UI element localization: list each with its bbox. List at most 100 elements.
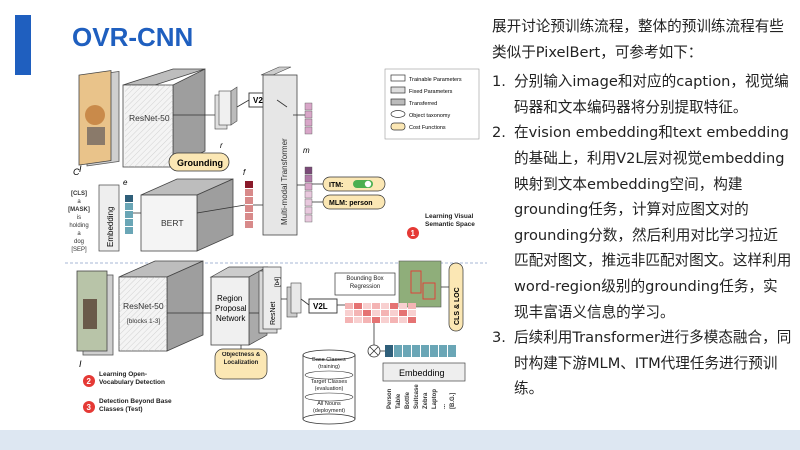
caption-word: [SEP] [71, 247, 87, 253]
description-intro: 展开讨论预训练流程，整体的预训练流程有些类似于PixelBert，可参考如下： [492, 14, 792, 65]
step-text: 在vision embedding和text embedding的基础上，利用V… [514, 124, 791, 320]
top-embedding-label: Embedding [106, 207, 115, 247]
class-word: Laptop [432, 389, 438, 409]
stage-3-badge-number: 3 [87, 403, 92, 412]
objectness-box: Objectness & Localization [217, 352, 265, 378]
caption-word: is [77, 215, 81, 221]
bottom-embedding-label: Embedding [399, 368, 445, 378]
top-feature-maps [215, 87, 237, 129]
trainable-params-icon [391, 75, 405, 81]
target-classes-label: Target Classes (evaluation) [305, 379, 353, 392]
class-word: Person [387, 388, 393, 409]
caption-word: [CLS] [71, 191, 87, 197]
step-number: 3. [492, 325, 506, 351]
stage-2-badge-number: 2 [87, 377, 92, 386]
caption-word: a [77, 199, 81, 205]
class-embedding-row [385, 345, 456, 357]
legend-taxonomy: Object taxonomy [409, 113, 451, 119]
fixed-params-icon [391, 87, 405, 93]
all-nouns-label: All Nouns (deployment) [305, 401, 353, 414]
class-word: Bottle [405, 391, 411, 409]
bert-label: BERT [161, 218, 184, 228]
class-word: ... [441, 404, 447, 409]
step-text: 分别输入image和对应的caption，视觉编码器和文本编码器将分别提取特征。 [514, 73, 789, 116]
detection-photo [399, 261, 441, 307]
cls-loc-label: CLS & LOC [454, 287, 461, 325]
step-item: 1. 分别输入image和对应的caption，视觉编码器和文本编码器将分别提取… [492, 69, 792, 120]
itm-toggle-knob [365, 181, 371, 187]
top-transformer-label: Multi-modal Transformer [280, 138, 289, 225]
class-word: Suitcase [414, 384, 420, 409]
description-panel: 展开讨论预训练流程，整体的预训练流程有些类似于PixelBert，可参考如下： … [492, 14, 792, 402]
stage-2-title: Learning Open-Vocabulary Detection [99, 371, 179, 387]
top-multimodal-transformer [261, 67, 297, 235]
itm-label: ITM: [329, 182, 343, 189]
legend-trainable: Trainable Parameters [409, 77, 462, 83]
top-ec-label: e [123, 178, 128, 187]
class-word: [B.G.] [450, 393, 456, 409]
region-features [287, 283, 301, 317]
top-resnet-label: ResNet-50 [129, 113, 170, 123]
top-r-label: r [220, 141, 223, 150]
top-m-label: m [303, 146, 310, 155]
objectness-label: Objectness & Localization [217, 352, 265, 367]
mlm-label: MLM: person [329, 200, 373, 207]
top-input-image [79, 71, 119, 166]
class-word: Zebra [423, 392, 429, 409]
bottom-image-label: I [79, 359, 82, 369]
step-item: 2. 在vision embedding和text embedding的基础上，… [492, 120, 792, 325]
bert-block [141, 179, 233, 251]
rpn-label-1: Region [217, 294, 242, 303]
cost-functions-icon [391, 123, 405, 130]
stage-1-title: Learning Visual Semantic Space [425, 213, 485, 229]
step-number: 1. [492, 69, 506, 95]
grounding-score-grid [345, 303, 416, 323]
transferred-icon [391, 99, 405, 105]
all-nouns-box: All Nouns (deployment) [305, 401, 353, 417]
resnet-b4-label: ResNet [270, 302, 277, 325]
stage-1-badge-number: 1 [411, 229, 416, 238]
bottom-resnet-sub: [blocks 1-3] [127, 318, 160, 325]
top-output-columns [305, 103, 312, 222]
caption-word: dog [74, 239, 84, 245]
bottom-resnet-label: ResNet-50 [123, 301, 164, 311]
slide-title: OVR-CNN [72, 22, 193, 53]
bottom-v2l-label: V2L [313, 302, 328, 311]
text-embedding-column [125, 195, 133, 234]
stage-1-title-box: Learning Visual Semantic Space [425, 213, 485, 253]
bottom-input-image [77, 271, 113, 355]
class-word: Table [396, 393, 402, 409]
caption-label: C [73, 167, 80, 177]
target-classes-box: Target Classes (evaluation) [305, 379, 353, 395]
step-item: 3. 后续利用Transformer进行多模态融合，同时构建下游MLM、ITM代… [492, 325, 792, 402]
base-classes-box: Base Classes (training) [305, 357, 353, 373]
caption-word: [MASK] [68, 207, 90, 213]
step-number: 2. [492, 120, 506, 146]
bbox-regression-label: Bounding Box Regression [337, 275, 393, 291]
resnet-b4-sub: [b4] [275, 277, 281, 287]
rpn-label-2: Proposal [215, 304, 247, 313]
caption-word: holding [69, 223, 88, 229]
legend-fixed: Fixed Parameters [409, 89, 453, 95]
stage-2-title-box: Learning Open-Vocabulary Detection [99, 371, 179, 393]
fc-column [245, 181, 253, 228]
base-classes-label: Base Classes (training) [305, 357, 353, 370]
step-text: 后续利用Transformer进行多模态融合，同时构建下游MLM、ITM代理任务… [514, 329, 791, 397]
ovr-cnn-diagram: I ResNet-50 r V2L e Multi-modal Transfor… [65, 55, 487, 425]
stage-3-title: Detection Beyond Base Classes (Test) [99, 398, 179, 414]
title-accent-bar [15, 15, 31, 75]
caption-words: [CLS] a [MASK] is holding a dog [SEP] [68, 191, 90, 253]
description-steps: 1. 分别输入image和对应的caption，视觉编码器和文本编码器将分别提取… [492, 69, 792, 402]
legend: Trainable Parameters Fixed Parameters Tr… [385, 69, 479, 139]
bbox-regression-text-box: Bounding Box Regression [337, 275, 393, 295]
grounding-label: Grounding [177, 158, 223, 168]
caption-word: a [77, 231, 81, 237]
footer-band [0, 430, 800, 450]
class-words: Person Table Bottle Suitcase Zebra Lapto… [387, 384, 456, 409]
legend-transferred: Transferred [409, 101, 437, 107]
diagram-svg: I ResNet-50 r V2L e Multi-modal Transfor… [65, 55, 487, 425]
top-fc-label: f [243, 168, 246, 177]
object-taxonomy-icon [391, 111, 405, 118]
rpn-label-3: Network [216, 314, 246, 323]
legend-cost: Cost Functions [409, 125, 446, 131]
